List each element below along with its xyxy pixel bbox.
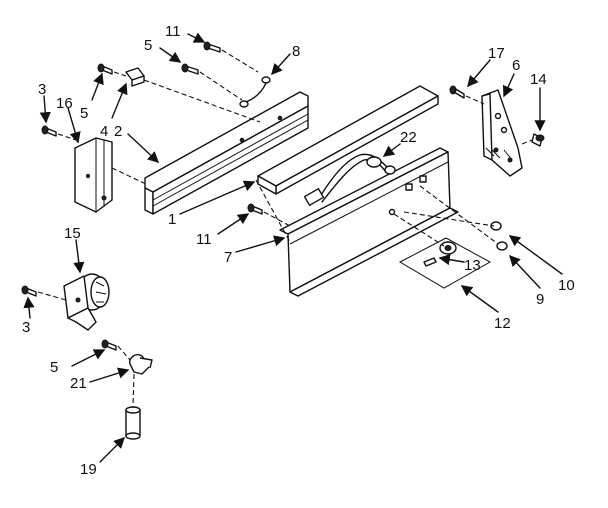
callout-2: 2	[114, 123, 122, 140]
screw-5-top	[181, 63, 199, 75]
screw-14	[531, 133, 545, 147]
part-2-rail	[144, 91, 309, 215]
part-12-plate	[398, 237, 492, 289]
callout-17: 17	[488, 45, 505, 62]
callout-14: 14	[530, 71, 547, 88]
callout-12: 12	[494, 315, 511, 332]
callout-8: 8	[292, 43, 300, 60]
part-19-cylinder	[125, 406, 141, 440]
callout-15: 15	[64, 225, 81, 242]
screw-3-top	[41, 125, 57, 137]
callout-11-mid: 11	[196, 231, 212, 248]
screw-11-top	[203, 41, 221, 53]
part-22-wire-harness	[303, 153, 396, 207]
screw-17	[449, 85, 465, 99]
callout-7: 7	[224, 249, 232, 266]
callout-9: 9	[536, 291, 544, 308]
callout-5-left: 5	[80, 105, 88, 122]
part-8-grommet	[239, 76, 271, 108]
assembly-guide-lines	[37, 49, 533, 407]
part-21-holder	[129, 354, 153, 375]
screw-3-bottom	[21, 285, 37, 297]
part-15-motor	[63, 273, 110, 331]
callout-10: 10	[558, 277, 575, 294]
callout-1: 1	[168, 211, 176, 228]
callout-4: 4	[100, 123, 108, 140]
part-16-end-bracket	[74, 137, 113, 213]
callout-16: 16	[56, 95, 73, 112]
callout-19: 19	[80, 461, 97, 478]
callout-5-bottom: 5	[50, 359, 58, 376]
callout-labels: 11 5 8 5 4 3 16 2 1 11 7 22 17 6 14 10 9…	[22, 23, 575, 478]
screw-5-left	[97, 63, 113, 75]
part-4-clip	[125, 67, 145, 87]
screw-5-bottom	[101, 339, 117, 351]
callout-5-top: 5	[144, 37, 152, 54]
callout-21: 21	[70, 375, 87, 392]
part-13-knob	[423, 241, 457, 267]
leader-lines	[23, 32, 563, 463]
part-9-cap	[496, 241, 508, 251]
callout-22: 22	[400, 129, 417, 146]
screw-11-mid	[247, 203, 263, 215]
callout-6: 6	[512, 57, 520, 74]
part-6-end-bracket	[481, 89, 523, 177]
callout-11-top: 11	[165, 23, 181, 40]
callout-3-bottom: 3	[22, 319, 30, 336]
part-1-bar	[257, 85, 439, 195]
callout-13: 13	[464, 257, 481, 274]
callout-3-top: 3	[38, 81, 46, 98]
